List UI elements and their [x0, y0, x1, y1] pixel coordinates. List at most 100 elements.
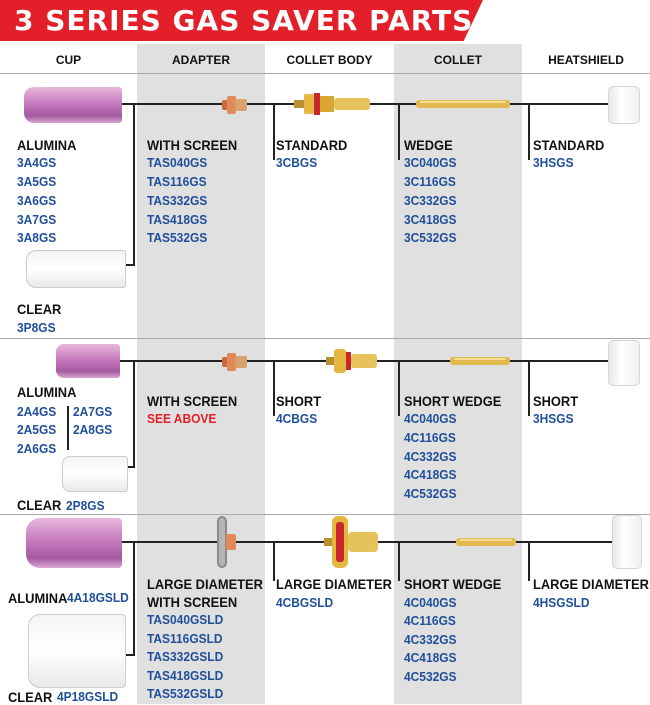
row2-divider [0, 514, 650, 515]
row2-collet-body-label: SHORT [276, 393, 322, 409]
row3-heatshield-image [612, 515, 642, 569]
row3-cup-clear-label: CLEAR [8, 689, 53, 705]
row2-collet-body-tick [273, 360, 275, 416]
row2-cup-clear-code: 2P8GS [66, 498, 105, 513]
row1-collet-code: 3C116GS [404, 174, 456, 189]
row3-collet-label: SHORT WEDGE [404, 576, 502, 592]
row1-cup-code: 3A6GS [17, 193, 57, 208]
row3-collet-body-image [324, 516, 378, 568]
row2-collet-tick [398, 360, 400, 416]
row1-collet-tick [398, 103, 400, 160]
row3-adapter-code: TAS332GSLD [147, 649, 224, 664]
row1-collet-body-image [294, 93, 370, 115]
row1-heatshield-image [608, 86, 640, 124]
header-collet-body: COLLET BODY [286, 53, 373, 67]
row3-adapter-label-line1: LARGE DIAMETER [147, 576, 263, 592]
row1-cup-code: 3A4GS [17, 155, 57, 170]
row2-heatshield-image [608, 340, 640, 386]
row1-cup-clear-label: CLEAR [17, 301, 62, 317]
row3-adapter-code: TAS116GSLD [147, 631, 223, 646]
row2-cup-code: 2A8GS [73, 422, 113, 437]
row2-collet-code: 4C532GS [404, 486, 457, 501]
row1-collet-image [416, 100, 510, 108]
header-collet: COLLET [434, 53, 482, 67]
row3-heatshield-code: 4HSGSLD [533, 595, 590, 610]
row1-collet-body-tick [273, 103, 275, 160]
row2-cup-code: 2A5GS [17, 422, 57, 437]
row2-collet-code: 4C116GS [404, 430, 456, 445]
row1-heatshield-label: STANDARD [533, 137, 605, 153]
row3-adapter-code: TAS040GSLD [147, 612, 224, 627]
header-divider [0, 73, 650, 74]
row1-cup-clear-code: 3P8GS [17, 320, 56, 335]
title-banner: 3 SERIES GAS SAVER PARTS [0, 0, 483, 41]
adapter-column-stripe [137, 44, 265, 704]
row2-heatshield-code: 3HSGS [533, 411, 574, 426]
row2-collet-label: SHORT WEDGE [404, 393, 502, 409]
row1-adapter-code: TAS116GS [147, 174, 207, 189]
row1-adapter-code: TAS040GS [147, 155, 208, 170]
row3-collet-code: 4C532GS [404, 669, 457, 684]
row2-cup-code: 2A6GS [17, 441, 57, 456]
row2-collet-image [450, 357, 510, 365]
row1-adapter-code: TAS332GS [147, 193, 208, 208]
row1-collet-body-code: 3CBGS [276, 155, 318, 170]
row3-alumina-cup-image [26, 518, 122, 568]
row1-adapter-image [222, 96, 247, 114]
row3-collet-code: 4C116GS [404, 613, 456, 628]
row2-collet-code: 4C332GS [404, 449, 457, 464]
row3-collet-code: 4C040GS [404, 595, 457, 610]
row2-adapter-label: WITH SCREEN [147, 393, 238, 409]
row1-adapter-code: TAS532GS [147, 230, 208, 245]
row1-cup-code: 3A8GS [17, 230, 57, 245]
row2-cup-bracket-bottom [125, 466, 135, 468]
header-cup: CUP [55, 53, 82, 67]
row1-heatshield-code: 3HSGS [533, 155, 574, 170]
row2-cup-code-divider [67, 406, 69, 450]
row1-collet-code: 3C332GS [404, 193, 457, 208]
row3-heatshield-tick [528, 541, 530, 581]
row3-cup-bracket-bottom [125, 654, 135, 656]
row2-cup-bracket-vertical [133, 360, 135, 468]
row2-cup-code: 2A4GS [17, 404, 57, 419]
row2-cup-alumina-label: ALUMINA [17, 384, 77, 400]
row3-collet-body-code: 4CBGSLD [276, 595, 334, 610]
row1-adapter-code: TAS418GS [147, 212, 208, 227]
row3-collet-code: 4C332GS [404, 632, 457, 647]
row3-cup-clear-code: 4P18GSLD [57, 689, 119, 704]
row1-collet-code: 3C040GS [404, 155, 457, 170]
row1-divider [0, 338, 650, 339]
row1-collet-body-label: STANDARD [276, 137, 348, 153]
row1-collet-label: WEDGE [404, 137, 453, 153]
row1-cup-bracket-vertical [133, 103, 135, 266]
row3-collet-code: 4C418GS [404, 650, 457, 665]
row3-adapter-image [217, 516, 236, 568]
row1-cup-code: 3A7GS [17, 212, 57, 227]
row2-collet-code: 4C418GS [404, 467, 457, 482]
row2-collet-body-image [326, 349, 377, 373]
row2-adapter-note: SEE ABOVE [147, 411, 217, 426]
page-title: 3 SERIES GAS SAVER PARTS [14, 4, 474, 37]
row1-cup-alumina-label: ALUMINA [17, 137, 77, 153]
row2-cup-code: 2A7GS [73, 404, 113, 419]
row2-heatshield-label: SHORT [533, 393, 579, 409]
row1-adapter-label: WITH SCREEN [147, 137, 238, 153]
header-adapter: ADAPTER [171, 53, 230, 67]
row1-cup-bracket-bottom [125, 264, 135, 266]
row3-collet-body-tick [273, 541, 275, 581]
row2-alumina-cup-image [56, 344, 120, 378]
row1-clear-cup-image [26, 250, 126, 288]
row2-collet-code: 4C040GS [404, 411, 457, 426]
row1-heatshield-tick [528, 103, 530, 160]
collet-column-stripe [394, 44, 522, 704]
row1-collet-code: 3C418GS [404, 212, 457, 227]
row3-cup-bracket-vertical [133, 541, 135, 656]
row2-collet-body-code: 4CBGS [276, 411, 318, 426]
row3-collet-tick [398, 541, 400, 581]
row2-heatshield-tick [528, 360, 530, 416]
row3-clear-cup-image [28, 614, 126, 688]
row3-cup-alumina-label: ALUMINA [8, 590, 68, 606]
row3-collet-body-label: LARGE DIAMETER [276, 576, 392, 592]
row3-adapter-code: TAS532GSLD [147, 686, 224, 701]
header-heatshield: HEATSHIELD [548, 53, 624, 67]
